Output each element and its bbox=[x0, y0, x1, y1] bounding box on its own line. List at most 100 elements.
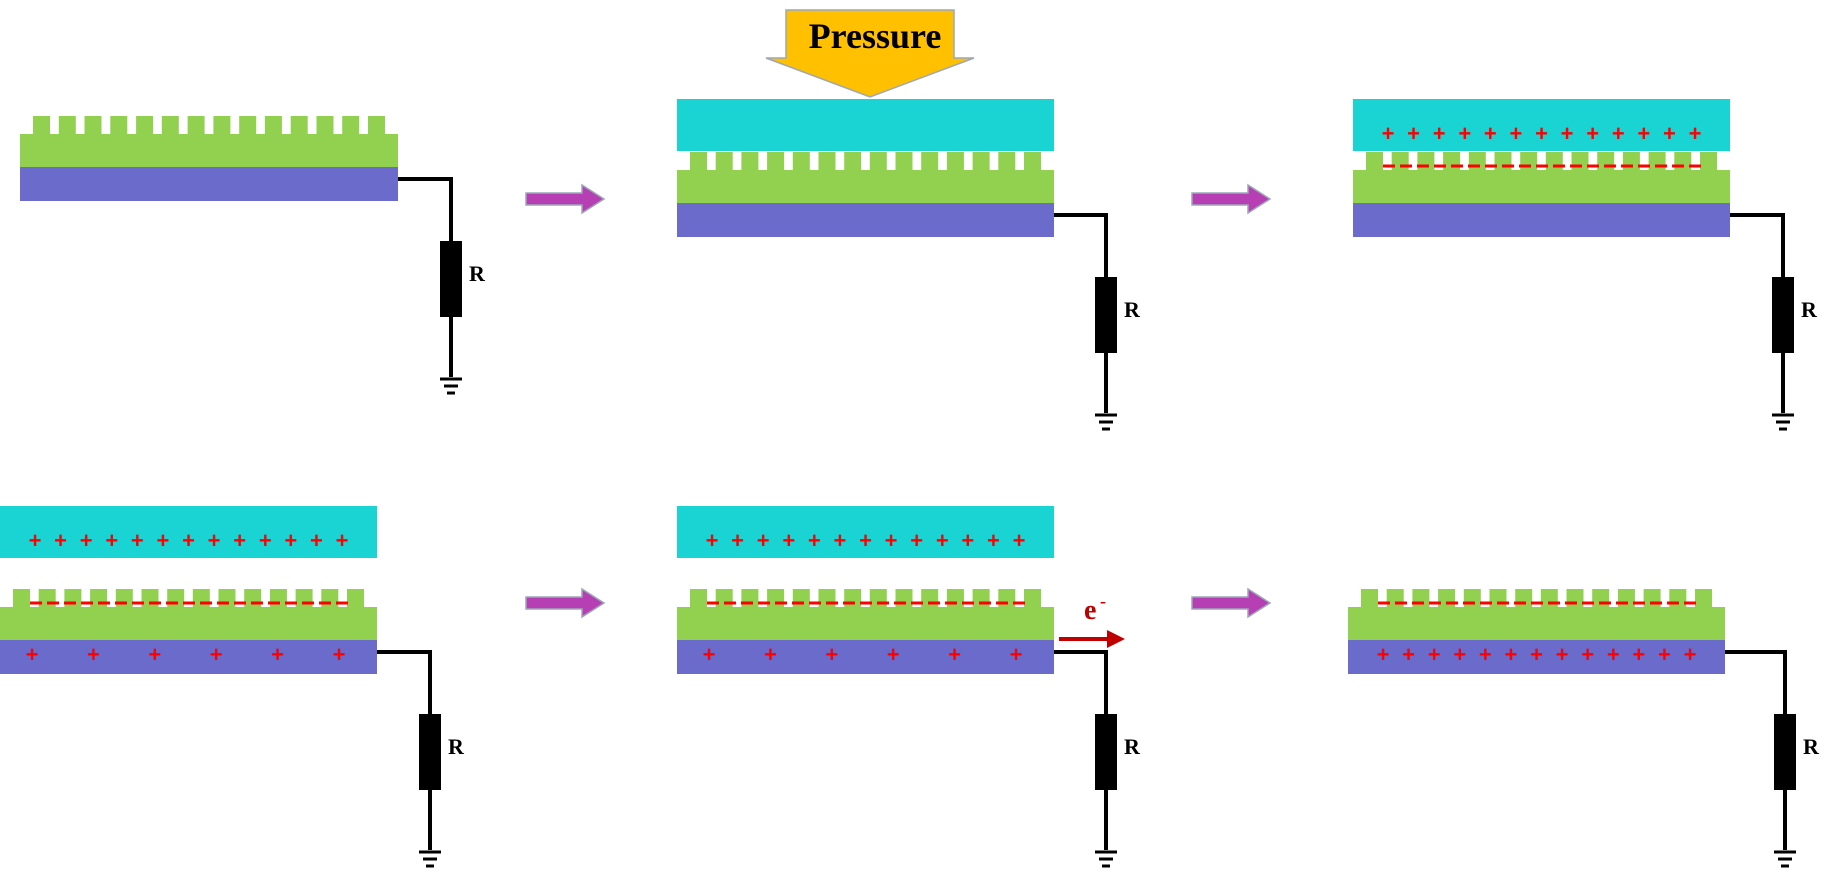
positive-charge: + bbox=[731, 528, 744, 553]
positive-charge: + bbox=[105, 528, 118, 553]
micro-pillar bbox=[690, 589, 707, 607]
electrode-layer bbox=[20, 167, 398, 201]
pressure-label: Pressure bbox=[809, 16, 942, 56]
positive-charge: + bbox=[182, 528, 195, 553]
resistor-label: R bbox=[469, 261, 486, 286]
positive-charge: + bbox=[1689, 121, 1702, 146]
resistor-icon bbox=[419, 714, 441, 790]
positive-charge: + bbox=[284, 528, 297, 553]
resistor-label: R bbox=[448, 734, 465, 759]
micro-pillar bbox=[1700, 152, 1717, 170]
panel-stage-5: +++++++++++++++++++Re- bbox=[677, 506, 1141, 868]
micro-pillar bbox=[13, 589, 30, 607]
wire bbox=[398, 177, 453, 241]
ground-icon bbox=[1772, 413, 1794, 431]
patterned-layer bbox=[0, 607, 377, 640]
micro-pillar bbox=[741, 152, 759, 170]
positive-charge: + bbox=[1407, 121, 1420, 146]
micro-pillar bbox=[998, 152, 1016, 170]
resistor-icon bbox=[1772, 277, 1794, 353]
positive-charge: + bbox=[1684, 642, 1697, 667]
ground-icon bbox=[440, 377, 462, 395]
ground-icon bbox=[1095, 850, 1117, 868]
ground-icon bbox=[419, 850, 441, 868]
micro-pillar bbox=[869, 152, 887, 170]
resistor-icon bbox=[440, 241, 462, 317]
positive-charge: + bbox=[233, 528, 246, 553]
micro-pillar bbox=[1361, 589, 1378, 607]
patterned-layer bbox=[677, 607, 1054, 640]
positive-charge: + bbox=[1637, 121, 1650, 146]
top-friction-layer bbox=[677, 99, 1054, 151]
positive-charge: + bbox=[1010, 642, 1023, 667]
positive-charge: + bbox=[887, 642, 900, 667]
micro-pillar bbox=[1366, 152, 1383, 170]
micro-pillar bbox=[895, 152, 913, 170]
positive-charge: + bbox=[1586, 121, 1599, 146]
micro-pillar bbox=[239, 116, 257, 134]
panel-stage-1: R bbox=[20, 116, 486, 395]
positive-charge: + bbox=[1607, 642, 1620, 667]
wire bbox=[1054, 213, 1108, 277]
electrode-layer bbox=[677, 640, 1054, 674]
positive-charge: + bbox=[87, 642, 100, 667]
positive-charge: + bbox=[156, 528, 169, 553]
micro-pillar bbox=[316, 116, 334, 134]
micro-pillar bbox=[264, 116, 282, 134]
electron-sup: - bbox=[1100, 591, 1106, 611]
wire bbox=[1054, 650, 1108, 714]
micro-pillar bbox=[58, 116, 76, 134]
patterned-layer bbox=[1348, 607, 1725, 640]
electrode-layer bbox=[1353, 203, 1730, 237]
positive-charge: + bbox=[1612, 121, 1625, 146]
positive-charge: + bbox=[987, 528, 1000, 553]
patterned-layer bbox=[1353, 170, 1730, 203]
positive-charge: + bbox=[910, 528, 923, 553]
positive-charge: + bbox=[208, 528, 221, 553]
micro-pillar bbox=[946, 152, 964, 170]
positive-charge: + bbox=[210, 642, 223, 667]
micro-pillar bbox=[347, 589, 364, 607]
micro-pillar bbox=[33, 116, 50, 134]
positive-charge: + bbox=[703, 642, 716, 667]
micro-pillar bbox=[792, 152, 810, 170]
positive-charge: + bbox=[1530, 642, 1543, 667]
positive-charge: + bbox=[825, 642, 838, 667]
panel-stage-6: +++++++++++++R bbox=[1348, 589, 1820, 868]
positive-charge: + bbox=[310, 528, 323, 553]
micro-pillar bbox=[1024, 589, 1041, 607]
electron-flow-arrow-icon bbox=[1059, 630, 1125, 648]
micro-pillar bbox=[1024, 152, 1041, 170]
positive-charge: + bbox=[936, 528, 949, 553]
micro-pillar bbox=[213, 116, 231, 134]
positive-charge: + bbox=[706, 528, 719, 553]
positive-charge: + bbox=[782, 528, 795, 553]
electron-label: e bbox=[1084, 595, 1096, 626]
resistor-label: R bbox=[1124, 734, 1141, 759]
patterned-layer bbox=[20, 134, 398, 167]
top-friction-layer bbox=[1353, 99, 1730, 151]
right-arrow-icon bbox=[525, 587, 606, 619]
positive-charge: + bbox=[1509, 121, 1522, 146]
micro-pillar bbox=[818, 152, 836, 170]
positive-charge: + bbox=[1377, 642, 1390, 667]
micro-pillar bbox=[290, 116, 308, 134]
positive-charge: + bbox=[1663, 121, 1676, 146]
panel-stage-4: +++++++++++++++++++R bbox=[0, 506, 465, 868]
panel-stage-3: +++++++++++++R bbox=[1353, 99, 1818, 431]
micro-pillar bbox=[715, 152, 733, 170]
positive-charge: + bbox=[1433, 121, 1446, 146]
positive-charge: + bbox=[80, 528, 93, 553]
resistor-icon bbox=[1095, 277, 1117, 353]
top-friction-layer bbox=[677, 506, 1054, 558]
positive-charge: + bbox=[1556, 642, 1569, 667]
micro-pillar bbox=[187, 116, 205, 134]
positive-charge: + bbox=[29, 528, 42, 553]
positive-charge: + bbox=[757, 528, 770, 553]
positive-charge: + bbox=[1453, 642, 1466, 667]
positive-charge: + bbox=[271, 642, 284, 667]
positive-charge: + bbox=[1504, 642, 1517, 667]
wire bbox=[1730, 213, 1785, 277]
